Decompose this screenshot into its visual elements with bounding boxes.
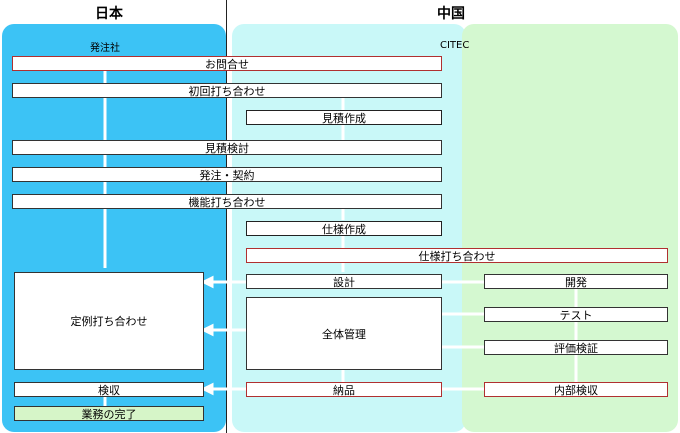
inquiry-box: お問合せ bbox=[12, 56, 442, 71]
order-contract-box: 発注・契約 bbox=[12, 167, 442, 182]
estimate-review-box: 見積検討 bbox=[12, 140, 442, 155]
overall-management-box: 全体管理 bbox=[246, 297, 442, 370]
japan-header: 日本 bbox=[95, 6, 123, 22]
country-divider bbox=[226, 0, 227, 433]
completion-box: 業務の完了 bbox=[14, 406, 204, 421]
spec-create-box: 仕様作成 bbox=[246, 221, 442, 236]
first-meeting-box: 初回打ち合わせ bbox=[12, 83, 442, 98]
design-box: 設計 bbox=[246, 274, 442, 289]
arrowhead-design-to-regular bbox=[200, 275, 214, 289]
spec-meeting-box: 仕様打ち合わせ bbox=[246, 248, 668, 263]
development-box: 開発 bbox=[484, 274, 668, 289]
evaluation-box: 評価検証 bbox=[484, 340, 668, 355]
regular-meeting-box: 定例打ち合わせ bbox=[14, 272, 204, 370]
arrowhead-delivery-to-acceptance bbox=[200, 382, 214, 396]
delivery-box: 納品 bbox=[246, 382, 442, 397]
china-dev-lane bbox=[462, 24, 678, 432]
citec-lane-label: CITEC bbox=[440, 40, 470, 51]
internal-inspection-box: 内部検収 bbox=[484, 382, 668, 397]
china-header: 中国 bbox=[437, 6, 465, 22]
orderer-lane-label: 発注社 bbox=[90, 43, 120, 54]
function-meeting-box: 機能打ち合わせ bbox=[12, 194, 442, 209]
arrowhead-management-to-regular bbox=[200, 323, 214, 337]
acceptance-box: 検収 bbox=[14, 382, 204, 397]
estimate-create-box: 見積作成 bbox=[246, 110, 442, 125]
test-box: テスト bbox=[484, 307, 668, 322]
